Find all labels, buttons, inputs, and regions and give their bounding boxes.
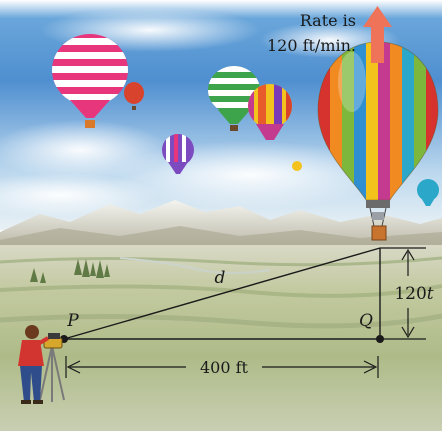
field-texture bbox=[0, 256, 442, 329]
balloon-small-red bbox=[124, 82, 144, 110]
balloon-multicolor-small bbox=[248, 84, 292, 140]
label-distance: 400 ft bbox=[200, 358, 249, 377]
label-height-coef: 120 bbox=[394, 284, 426, 304]
balloon-tiny-yellow bbox=[292, 161, 302, 171]
surveyor-icon bbox=[18, 325, 65, 404]
hypotenuse-d bbox=[63, 247, 381, 340]
height-dimension bbox=[401, 248, 415, 339]
rate-label-line1: Rate is bbox=[300, 11, 356, 30]
rate-label-line2: 120 ft/min. bbox=[267, 36, 356, 55]
balloon-green-striped bbox=[208, 66, 260, 131]
label-d: d bbox=[215, 268, 226, 288]
triangle bbox=[63, 247, 426, 340]
balloon-small-teal bbox=[417, 179, 439, 206]
label-height-var: t bbox=[427, 284, 434, 304]
ground bbox=[0, 245, 442, 431]
label-height: 120t bbox=[394, 284, 433, 304]
balloon-pink-striped bbox=[52, 34, 128, 128]
point-q bbox=[376, 335, 384, 343]
label-p: P bbox=[66, 311, 79, 331]
balloon-purple-striped bbox=[162, 134, 194, 174]
up-arrow-icon bbox=[363, 6, 392, 63]
tree-line bbox=[30, 259, 110, 283]
distance-dimension bbox=[65, 356, 379, 378]
label-q: Q bbox=[359, 311, 373, 331]
